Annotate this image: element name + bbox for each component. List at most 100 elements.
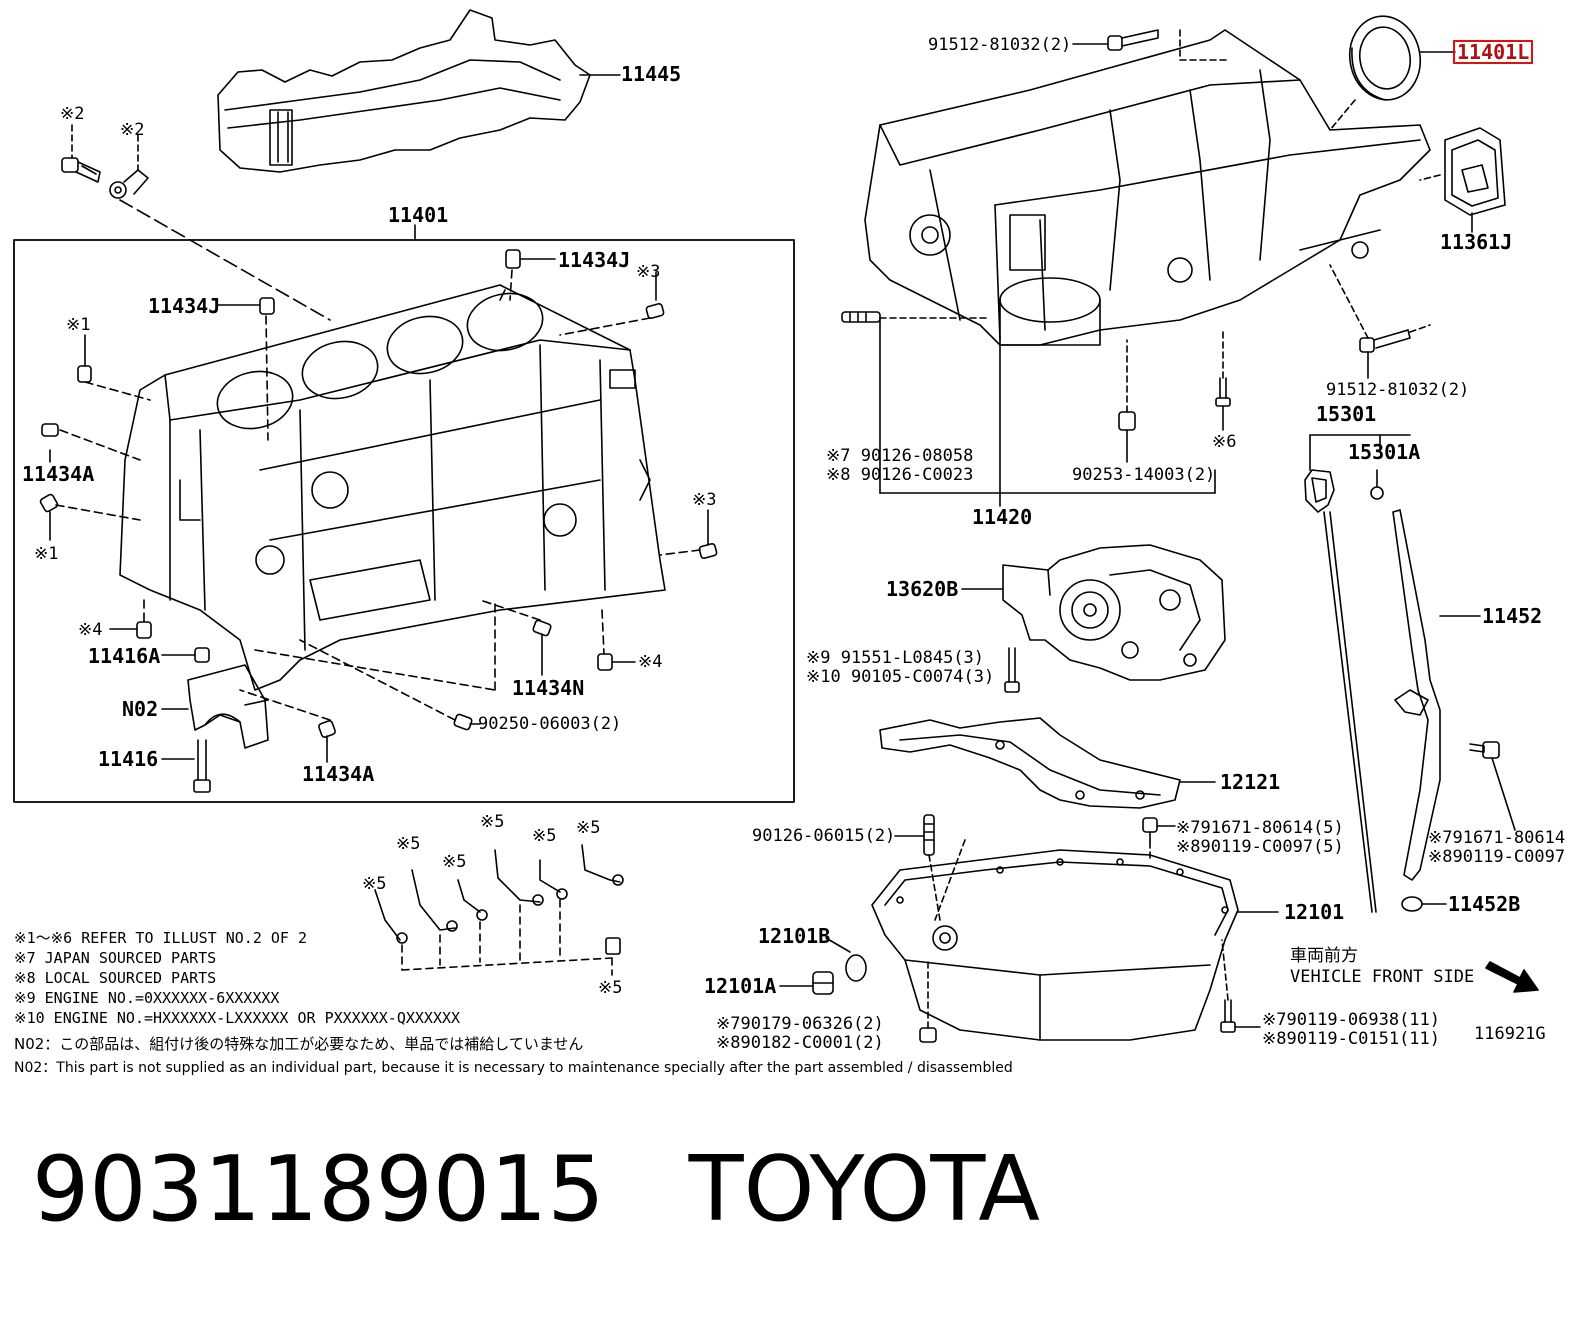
callout-11434n: 11434N — [512, 676, 585, 700]
oil-baffle-drawing — [879, 717, 1181, 809]
callout-11452: 11452 — [1482, 604, 1543, 628]
callout-11401l-highlighted: 11401L — [1452, 40, 1534, 64]
pan-bolt-right-drawing — [1220, 999, 1236, 1033]
callout-90126-08058: ※7 90126-08058 — [826, 446, 974, 466]
note-line-4: ※9 ENGINE NO.=0XXXXXX-6XXXXXX — [14, 989, 280, 1007]
mark-1-top: ※1 — [66, 315, 91, 335]
callout-90119-c0097-right: ※890119-C0097 — [1428, 847, 1566, 867]
oil-pump-drawing — [1002, 544, 1226, 681]
rear-oil-seal-drawing — [1348, 15, 1422, 101]
oil-pan-upper-drawing — [864, 29, 1431, 346]
callout-90126-06015: 90126-06015(2) — [752, 826, 896, 846]
upper-pan-small-bolt — [1215, 377, 1231, 407]
guide-o-ring — [1401, 896, 1423, 912]
pan-bolt-upper-drawing — [1142, 817, 1158, 843]
cylinder-block-drawing — [119, 284, 666, 691]
vehicle-front-en: VEHICLE FRONT SIDE — [1290, 967, 1475, 987]
note-line-3: ※8 LOCAL SOURCED PARTS — [14, 969, 217, 987]
mark-5-e: ※5 — [532, 826, 557, 846]
engine-block-frame — [13, 239, 795, 803]
callout-90119-c0097-upper: ※890119-C0097(5) — [1176, 837, 1344, 857]
callout-90105: ※10 90105-C0074(3) — [806, 667, 995, 687]
mark-5-a: ※5 — [362, 874, 387, 894]
callout-11445: 11445 — [621, 62, 682, 86]
callout-12101: 12101 — [1284, 900, 1345, 924]
vehicle-front-jp: 車両前方 — [1290, 946, 1358, 966]
callout-11434j-top: 11434J — [558, 248, 631, 272]
bearing-cap-drawing — [187, 664, 269, 749]
upper-pan-stud — [841, 311, 881, 323]
mark-1-bottom: ※1 — [34, 544, 59, 564]
dipstick-drawing — [1304, 469, 1377, 913]
callout-11416a: 11416A — [88, 644, 161, 668]
oil-jet-clips-drawing — [374, 844, 624, 955]
callout-91551: ※9 91551-L0845(3) — [806, 648, 985, 668]
pan-plug-gasket — [845, 954, 867, 982]
cover-plate-drawing — [1444, 127, 1506, 216]
mark-2-bolt: ※2 — [60, 104, 85, 124]
product-title: 9031189015 TOYOTA — [32, 1140, 1124, 1240]
callout-12101b: 12101B — [758, 924, 831, 948]
dipstick-guide-drawing — [1392, 509, 1441, 881]
callout-11452b: 11452B — [1448, 892, 1521, 916]
sensor-bolt-drawing — [61, 157, 149, 199]
note-n02-jp: N02：この部品は、組付け後の特殊な加工が必要なため、単品では補給していません — [14, 1035, 584, 1053]
upper-pan-dowel — [1118, 411, 1136, 431]
note-line-1: ※1～※6 REFER TO ILLUST NO.2 OF 2 — [14, 929, 307, 947]
note-line-2: ※7 JAPAN SOURCED PARTS — [14, 949, 217, 967]
callout-90119-c0151: ※890119-C0151(11) — [1262, 1029, 1441, 1049]
callout-90253: 90253-14003(2) — [1072, 465, 1216, 485]
callout-11434a-bottom: 11434A — [302, 762, 375, 786]
callout-11401: 11401 — [388, 203, 449, 227]
mark-5-c: ※5 — [442, 852, 467, 872]
callout-90182: ※890182-C0001(2) — [716, 1033, 884, 1053]
callout-90126-c0023: ※8 90126-C0023 — [826, 465, 974, 485]
callout-90119-06938: ※790119-06938(11) — [1262, 1010, 1441, 1030]
pan-nut-drawing — [919, 1027, 937, 1043]
callout-91671-right: ※791671-80614 — [1428, 828, 1566, 848]
pan-plug-drawing — [812, 971, 834, 995]
callout-11434a-left: 11434A — [22, 462, 95, 486]
mark-5-b: ※5 — [396, 834, 421, 854]
callout-90250: 90250-06003(2) — [478, 714, 622, 734]
mark-2-sensor: ※2 — [120, 120, 145, 140]
callout-91671-upper: ※791671-80614(5) — [1176, 818, 1344, 838]
upper-pan-bolt-top — [1107, 29, 1159, 51]
mark-5-g: ※5 — [598, 978, 623, 998]
note-n02-en: N02：This part is not supplied as an indi… — [14, 1060, 1013, 1076]
guide-bolt-drawing — [1469, 741, 1500, 759]
pump-bolt-drawing — [1004, 647, 1020, 693]
pan-stud-drawing — [923, 814, 935, 856]
brand-name: TOYOTA — [688, 1137, 1040, 1242]
callout-12101a: 12101A — [704, 974, 777, 998]
mark-4-left: ※4 — [78, 620, 103, 640]
timing-chain-cover-drawing — [217, 9, 591, 173]
part-number: 9031189015 — [32, 1137, 605, 1242]
mark-5-d: ※5 — [480, 812, 505, 832]
mark-4-right: ※4 — [638, 652, 663, 672]
dipstick-o-ring — [1370, 486, 1384, 500]
callout-11434j-left: 11434J — [148, 294, 221, 318]
callout-91512-top: 91512-81032(2) — [928, 35, 1072, 55]
oil-pan-lower-drawing — [871, 849, 1239, 1041]
mark-3-top: ※3 — [636, 262, 661, 282]
callout-13620b: 13620B — [886, 577, 959, 601]
mark-5-f: ※5 — [576, 818, 601, 838]
vehicle-front-arrow — [1485, 961, 1539, 993]
callout-90179: ※790179-06326(2) — [716, 1014, 884, 1034]
callout-15301: 15301 — [1316, 402, 1377, 426]
callout-11416: 11416 — [98, 747, 159, 771]
callout-15301a: 15301A — [1348, 440, 1421, 464]
note-line-5: ※10 ENGINE NO.=HXXXXXX-LXXXXXX OR PXXXXX… — [14, 1009, 461, 1027]
mark-3-right: ※3 — [692, 490, 717, 510]
callout-11361j: 11361J — [1440, 230, 1513, 254]
callout-12121: 12121 — [1220, 770, 1281, 794]
callout-11420: 11420 — [972, 505, 1033, 529]
illustration-ref-code: 116921G — [1474, 1024, 1546, 1044]
cap-bolt-drawing — [193, 739, 211, 793]
upper-pan-bolt-right — [1359, 329, 1411, 353]
mark-6: ※6 — [1212, 432, 1237, 452]
callout-n02: N02 — [122, 697, 159, 721]
callout-91512-right: 91512-81032(2) — [1326, 380, 1470, 400]
